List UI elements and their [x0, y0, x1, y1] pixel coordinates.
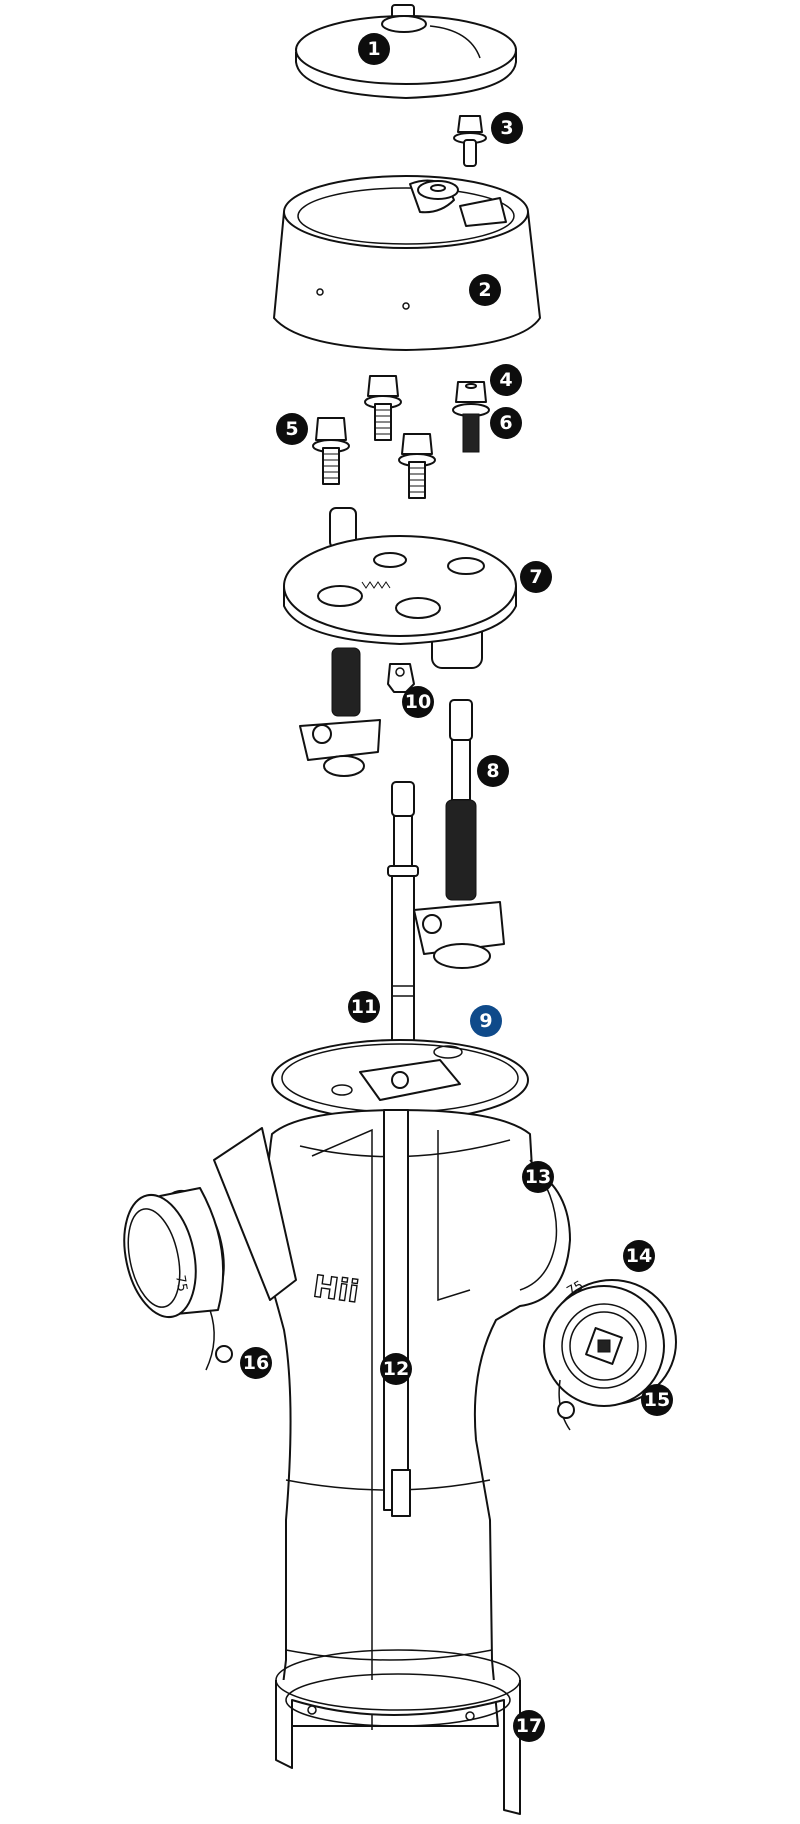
left-cap-marking: 75	[172, 1274, 190, 1293]
callout-number: 1	[367, 38, 380, 60]
callout-4[interactable]: 4	[490, 364, 522, 396]
left-outlet-cap: 75	[123, 1187, 233, 1371]
callout-13[interactable]: 13	[522, 1161, 554, 1193]
callout-11[interactable]: 11	[348, 991, 380, 1023]
callout-7[interactable]: 7	[520, 561, 552, 593]
callout-number: 15	[644, 1389, 670, 1411]
top-cap	[295, 4, 517, 99]
callout-number: 5	[285, 418, 298, 440]
callout-2[interactable]: 2	[469, 274, 501, 306]
callout-number: 14	[626, 1245, 652, 1267]
bolt-set	[312, 375, 490, 499]
callout-12[interactable]: 12	[380, 1353, 412, 1385]
callout-number: 3	[500, 117, 513, 139]
cap-bolt	[453, 115, 487, 167]
stem-assembly	[413, 699, 505, 969]
head-plate	[283, 507, 517, 669]
body-logo: Hii	[311, 1269, 361, 1310]
body: Hii	[213, 1109, 571, 1730]
callout-number: 6	[499, 412, 512, 434]
callout-number: 2	[478, 279, 491, 301]
cap-nut	[585, 1327, 623, 1365]
callout-number: 16	[243, 1352, 269, 1374]
callout-16[interactable]: 16	[240, 1347, 272, 1379]
callout-10[interactable]: 10	[402, 686, 434, 718]
bolt	[452, 381, 490, 453]
base-ring	[275, 1649, 521, 1815]
right-outlet-cap: 75	[543, 1278, 677, 1431]
left-stem-assembly	[299, 647, 381, 777]
bolt	[364, 375, 402, 441]
callout-number: 13	[525, 1166, 551, 1188]
callout-number: 4	[499, 369, 512, 391]
callout-number: 11	[351, 996, 377, 1018]
callout-6[interactable]: 6	[490, 407, 522, 439]
callout-14[interactable]: 14	[623, 1240, 655, 1272]
callout-3[interactable]: 3	[491, 112, 523, 144]
callout-9[interactable]: 9	[470, 1005, 502, 1037]
callout-17[interactable]: 17	[513, 1710, 545, 1742]
ring-plate	[271, 1039, 529, 1121]
bolt	[398, 433, 436, 499]
bolt-left	[312, 417, 350, 485]
callout-15[interactable]: 15	[641, 1384, 673, 1416]
callout-8[interactable]: 8	[477, 755, 509, 787]
callout-1[interactable]: 1	[358, 33, 390, 65]
callout-number: 7	[529, 566, 542, 588]
main-stem	[387, 781, 419, 1077]
callout-number: 9	[479, 1010, 492, 1032]
callout-5[interactable]: 5	[276, 413, 308, 445]
right-cap-marking: 75	[565, 1278, 587, 1299]
drain-rod	[383, 1109, 411, 1517]
callout-number: 8	[486, 760, 499, 782]
bonnet	[273, 175, 541, 351]
nut	[387, 663, 415, 693]
callout-number: 10	[405, 691, 431, 713]
callout-number: 17	[516, 1715, 542, 1737]
callout-number: 12	[383, 1358, 409, 1380]
